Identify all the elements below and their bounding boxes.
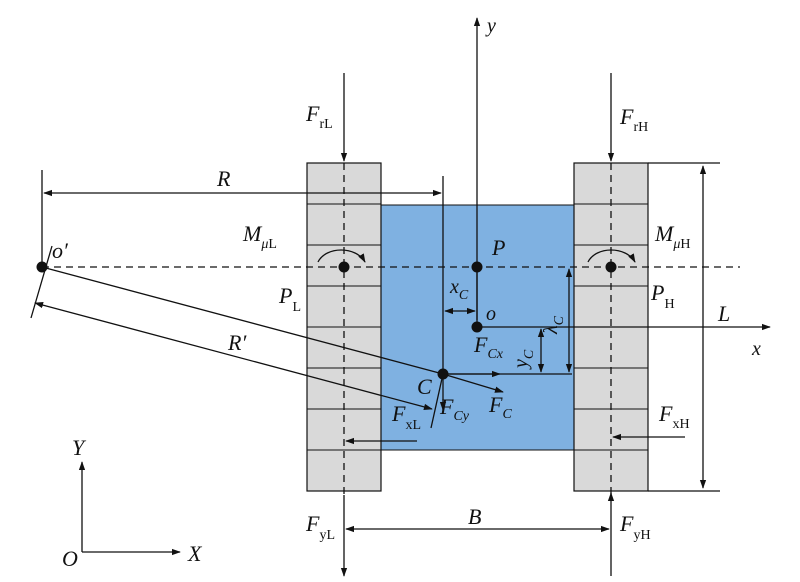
force-c-arrow [442, 373, 504, 393]
left-track-center-point [338, 261, 350, 273]
moment-left-label: MμL [242, 221, 277, 252]
point-c-label: C [417, 374, 432, 399]
radius-r-prime-dimension [34, 302, 433, 410]
force-cy-label: FCy [439, 394, 470, 424]
moment-right-arc [587, 249, 636, 263]
point-p [471, 261, 483, 273]
point-c [437, 368, 449, 380]
force-cx-label: FCx [473, 332, 504, 362]
moment-right-label: MμH [654, 221, 690, 252]
xc-label: xC [449, 276, 469, 303]
lambda-c-label: λC [540, 315, 567, 335]
track-width-b-label: B [468, 504, 481, 529]
force-rl-label: FrL [305, 101, 333, 132]
force-rh-label: FrH [619, 104, 648, 135]
right-track-point-label: PH [650, 280, 675, 312]
origin-label: o [486, 303, 496, 325]
radius-r-prime-label: R′ [227, 330, 247, 355]
length-l-label: L [717, 301, 730, 326]
yc-label: yC [510, 349, 537, 370]
y-axis-label: y [485, 15, 496, 37]
radius-r-label: R [216, 166, 231, 191]
force-c-label: FC [488, 392, 512, 422]
global-y-label: Y [72, 435, 87, 460]
force-xl-label: FxL [391, 401, 421, 433]
force-xh-label: FxH [658, 401, 690, 432]
x-axis-label: x [751, 338, 761, 360]
force-yl-label: FyL [305, 511, 335, 543]
point-p-label: P [491, 235, 505, 260]
global-x-label: X [187, 541, 203, 566]
force-yh-label: FyH [619, 511, 651, 543]
global-origin-label: O [62, 546, 78, 571]
pivot-label: o′ [52, 238, 69, 263]
pivot-point [36, 261, 48, 273]
moment-left-arc [317, 249, 366, 263]
right-track-center-point [605, 261, 617, 273]
left-track-point-label: PL [278, 283, 301, 315]
origin-point [471, 321, 483, 333]
